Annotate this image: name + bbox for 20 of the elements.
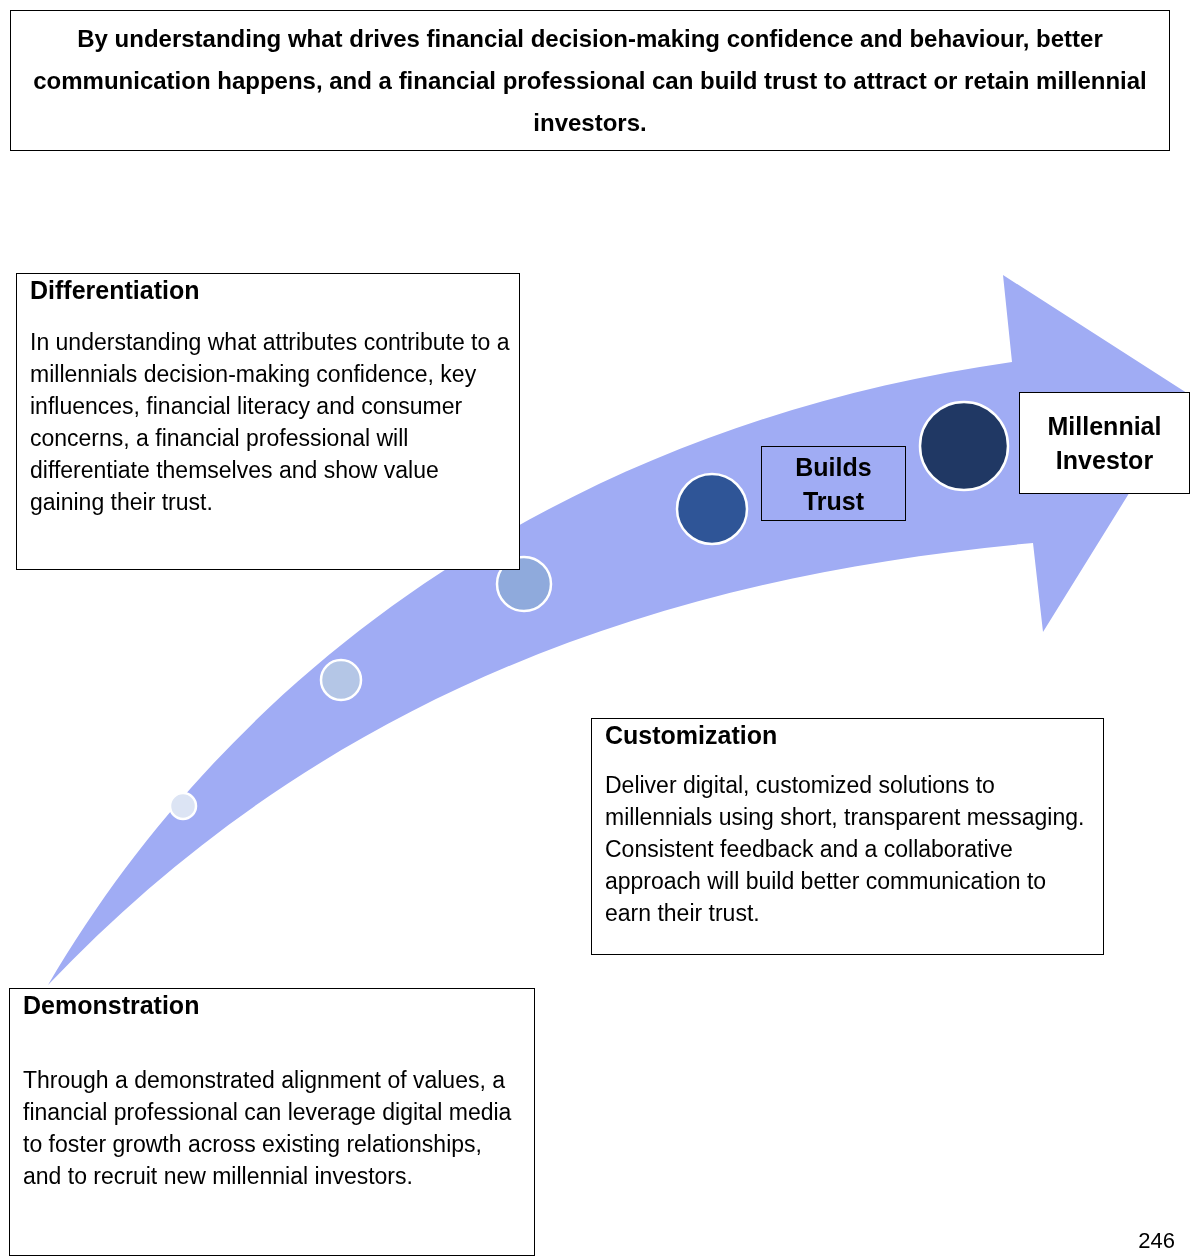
card-body-text: Deliver digital, customized solutions to millennials using short, transparent messaging. Consistent feedback and a collaborative approach will build better communication to earn their trust. <box>605 771 1086 928</box>
box-label: Builds Trust <box>794 451 873 517</box>
text-card <box>16 273 520 570</box>
box-label: Millennial Investor <box>1046 411 1163 476</box>
card-heading: Customization <box>605 721 779 750</box>
milestone-circle <box>918 400 1010 492</box>
card-heading: Differentiation <box>30 276 201 305</box>
title-text: By understanding what drives financial decision-making confidence and behaviour, better communication happens, and a financial professional can build trust to attract or retain millennial investors. <box>10 10 1170 151</box>
page-number: 246 <box>1138 1228 1175 1254</box>
milestone-circle <box>495 555 553 613</box>
milestone-circle <box>168 791 198 821</box>
card-body-text: Through a demonstrated alignment of values, a financial professional can leverage digital media to foster growth across existing relationships, and to recruit new millennial investors. <box>23 1066 513 1191</box>
label-box <box>761 446 906 521</box>
text-card <box>591 718 1104 955</box>
milestone-circle <box>675 472 749 546</box>
card-heading: Demonstration <box>23 991 201 1020</box>
card-body-text: In understanding what attributes contribute to a millennials decision-making confidence, key influences, financial literacy and consumer concerns, a financial professional will differentiate themselves and show value gaining their trust. <box>30 328 511 517</box>
text-card <box>9 988 535 1256</box>
milestone-circle <box>319 658 363 702</box>
label-box <box>1019 392 1190 494</box>
